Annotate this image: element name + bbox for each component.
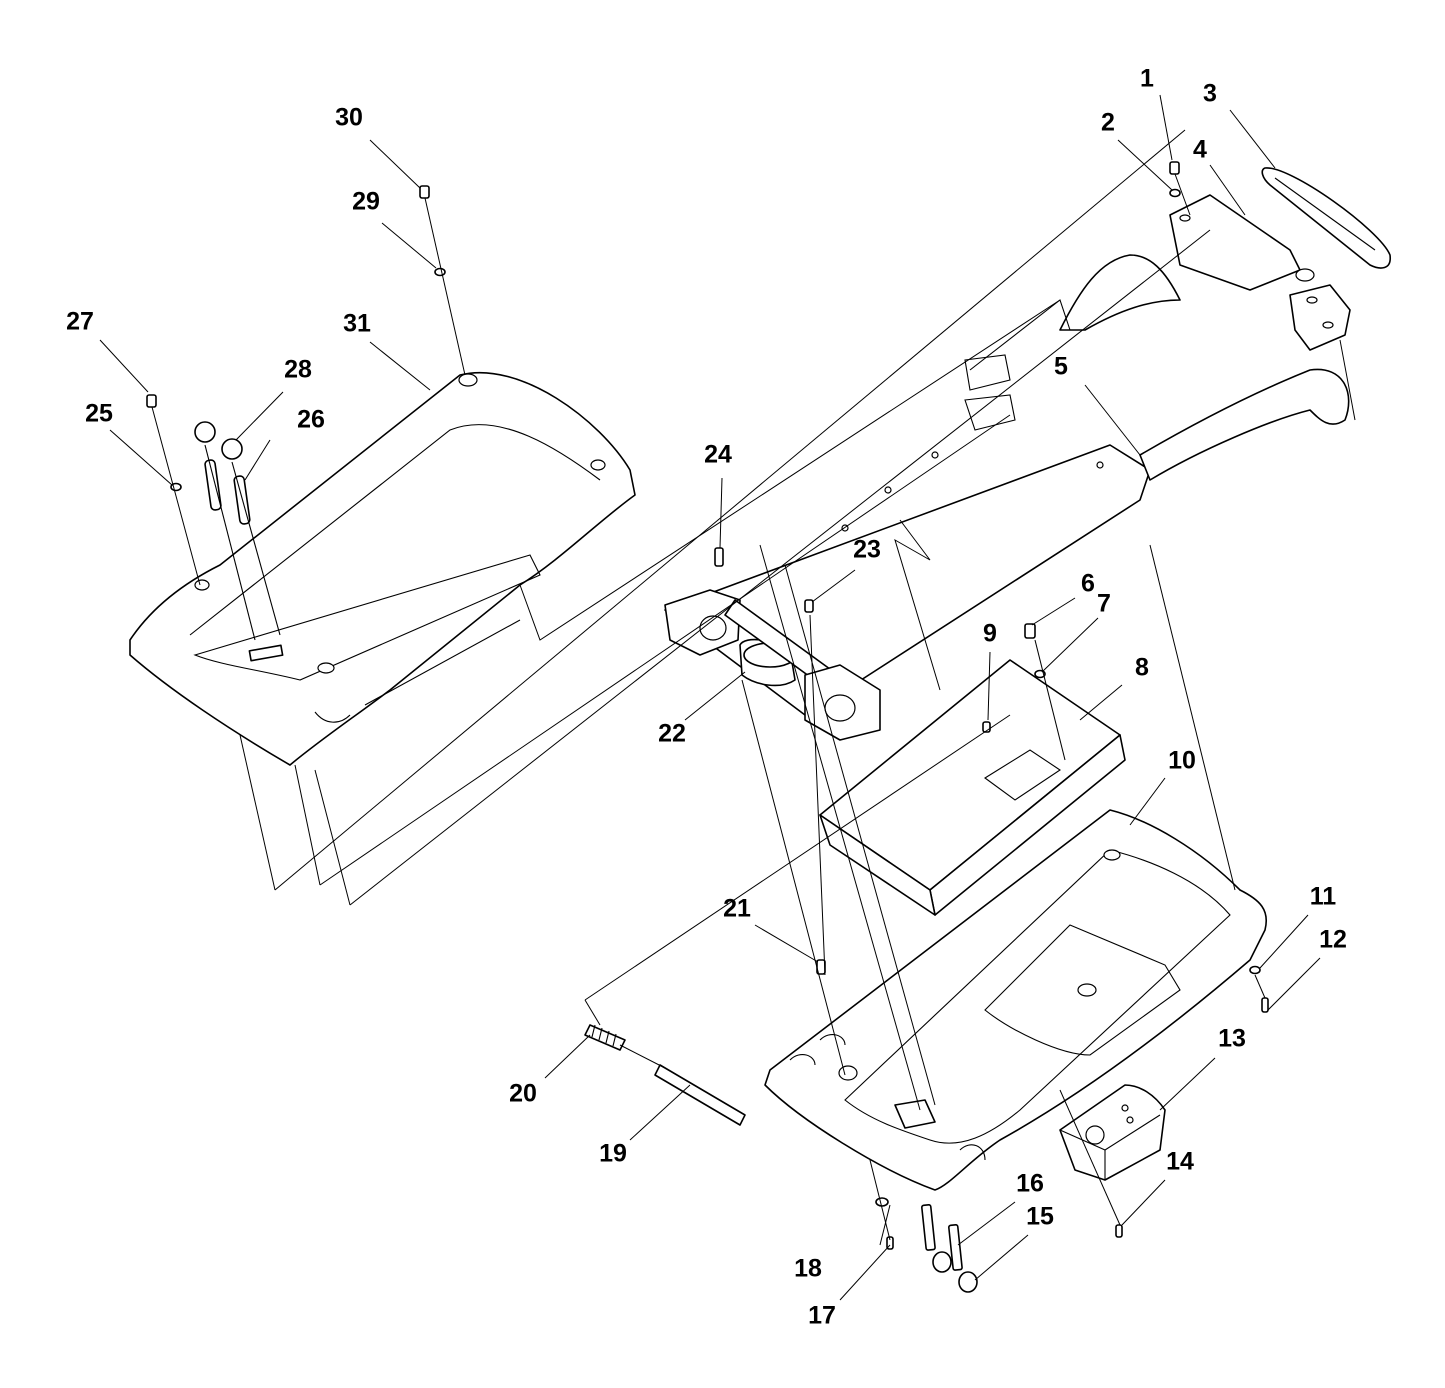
part-13-switch-housing (1059, 1084, 1166, 1181)
callout-8: 8 (1135, 654, 1149, 682)
callout-7: 7 (1097, 590, 1111, 618)
callout-10: 10 (1168, 747, 1196, 775)
callout-14: 14 (1166, 1148, 1194, 1176)
callout-22: 22 (658, 720, 686, 748)
part-4-bracket (1169, 194, 1351, 351)
callout-18: 18 (794, 1255, 822, 1283)
callout-5: 5 (1054, 353, 1068, 381)
callout-24: 24 (704, 441, 732, 469)
callout-11: 11 (1310, 883, 1337, 911)
callout-1: 1 (1140, 65, 1154, 93)
part-1-screw (1169, 161, 1180, 175)
callout-25: 25 (85, 400, 113, 428)
part-30-screw (419, 185, 430, 199)
callout-4: 4 (1193, 136, 1207, 164)
callout-31: 31 (343, 310, 371, 338)
callout-21: 21 (723, 895, 751, 923)
part-11-washer (1249, 965, 1261, 975)
callout-leaders (99, 94, 1321, 1301)
part-14-screw (1115, 1224, 1123, 1238)
callout-12: 12 (1319, 926, 1347, 954)
callout-20: 20 (509, 1080, 537, 1108)
callout-19: 19 (599, 1140, 627, 1168)
callout-26: 26 (297, 406, 325, 434)
part-28-lever-knob (194, 421, 243, 460)
part-3-handle-grip (1261, 167, 1391, 269)
callout-17: 17 (808, 1302, 836, 1330)
part-18-washer (875, 1197, 889, 1207)
part-7-washer (1034, 669, 1046, 679)
callout-6: 6 (1081, 570, 1095, 598)
callout-16: 16 (1016, 1170, 1044, 1198)
callout-3: 3 (1203, 80, 1217, 108)
part-10-console-base (764, 809, 1267, 1191)
part-27-screw (146, 394, 157, 408)
callout-labels: 1 2 3 4 5 6 7 8 9 10 11 12 13 14 15 16 1… (66, 65, 1347, 1330)
callout-13: 13 (1218, 1025, 1246, 1053)
part-29-washer (434, 267, 446, 277)
callout-30: 30 (335, 104, 363, 132)
part-19-pin (654, 1064, 746, 1126)
part-12-screw (1261, 997, 1269, 1013)
part-31-console-cover (129, 371, 636, 766)
part-26-lever (204, 444, 281, 641)
part-24-bracket (664, 547, 741, 656)
callout-9: 9 (983, 620, 997, 648)
part-8-mounting-plate (819, 659, 1126, 916)
callout-2: 2 (1101, 109, 1115, 137)
part-16-stud (921, 1204, 963, 1271)
assembly-lines (151, 129, 1356, 1241)
callout-29: 29 (352, 188, 380, 216)
callout-27: 27 (66, 308, 94, 336)
part-20-spring (584, 1024, 626, 1051)
callout-15: 15 (1026, 1203, 1054, 1231)
callout-28: 28 (284, 356, 312, 384)
part-15-foot (932, 1251, 978, 1293)
part-2-washer (1169, 188, 1181, 198)
part-6-bolt (1024, 623, 1036, 639)
callout-23: 23 (853, 536, 881, 564)
